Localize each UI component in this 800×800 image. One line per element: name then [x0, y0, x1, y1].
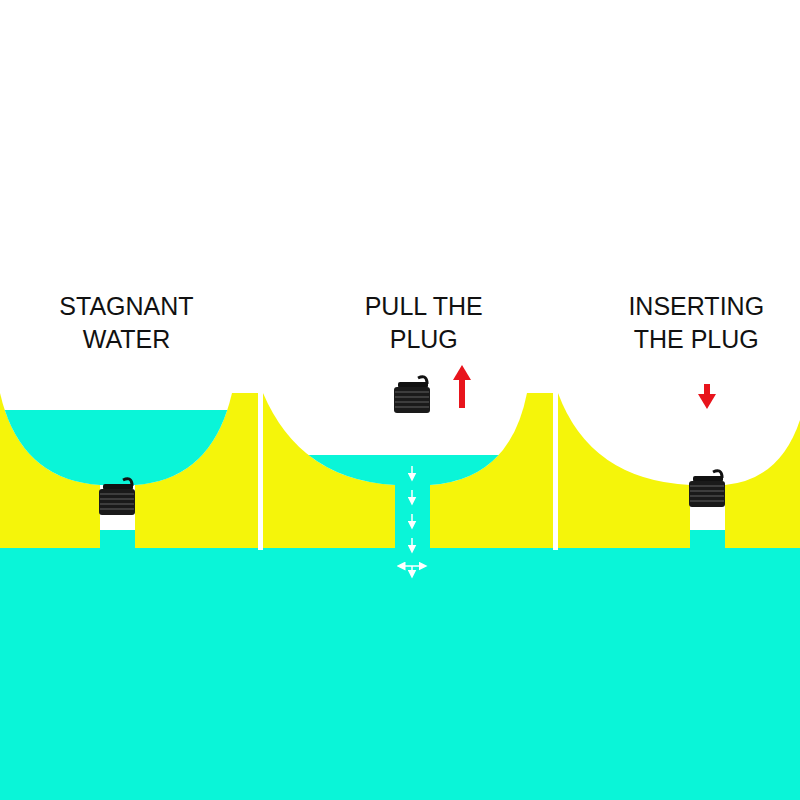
- flow-arrows: [401, 466, 423, 574]
- step-label: INSERTING THE PLUG: [625, 290, 768, 356]
- hull-panel: [558, 393, 800, 548]
- draining-water: [263, 455, 527, 485]
- down-arrow: [698, 384, 716, 409]
- up-arrow: [453, 365, 471, 408]
- stagnant-water: [0, 410, 232, 485]
- water: [0, 548, 800, 800]
- plug: [394, 377, 430, 413]
- step-label: PULL THE PLUG: [360, 290, 488, 356]
- plug: [689, 471, 725, 507]
- step-label: STAGNANT WATER: [39, 290, 214, 356]
- hull-panel: [0, 393, 258, 548]
- plug: [99, 479, 135, 515]
